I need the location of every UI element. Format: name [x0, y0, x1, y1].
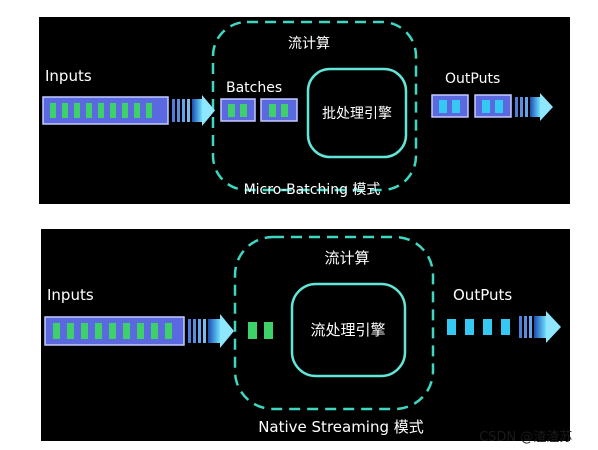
input-item	[151, 323, 158, 339]
input-flow-arrow-icon	[188, 314, 234, 348]
batch-engine-label: 批处理引擎	[322, 106, 392, 122]
input-queue	[42, 96, 169, 125]
input-item	[74, 103, 80, 118]
batch-item	[228, 104, 235, 117]
input-item	[123, 323, 130, 339]
input-item	[122, 103, 128, 118]
input-item	[165, 323, 172, 339]
stream-engine-label: 流处理引擎	[310, 321, 385, 339]
stream-compute-title: 流计算	[324, 249, 369, 267]
stream-compute-boundary	[233, 235, 435, 411]
batch-item	[269, 104, 276, 117]
input-item	[95, 323, 102, 339]
watermark: CSDN @渣渣苏	[479, 430, 573, 445]
stream-record	[264, 322, 273, 339]
mode-label: Micro-Batching 模式	[244, 182, 381, 198]
input-flow-arrow-icon	[172, 95, 215, 126]
output-flow-arrow-icon	[515, 93, 553, 121]
input-item	[134, 103, 140, 118]
batch-engine-box	[306, 67, 408, 159]
batch-2	[260, 98, 298, 122]
stream-compute-boundary	[211, 20, 418, 192]
input-item	[62, 103, 68, 118]
stream-engine-box	[290, 282, 407, 378]
output-item	[439, 100, 447, 113]
input-item	[137, 323, 144, 339]
output-record	[501, 319, 510, 335]
input-item	[110, 103, 116, 118]
output-record	[447, 319, 456, 335]
inputs-label: Inputs	[47, 286, 94, 304]
input-item	[50, 103, 56, 118]
stream-compute-title: 流计算	[288, 36, 330, 52]
output-flow-arrow-icon	[519, 311, 561, 343]
outputs-label: OutPuts	[453, 286, 512, 304]
input-item	[98, 103, 104, 118]
native-streaming-diagram: 流计算 Inputs 流处理引擎 OutPuts	[44, 235, 561, 436]
input-item	[53, 323, 60, 339]
input-item	[67, 323, 74, 339]
output-record	[465, 319, 474, 335]
input-queue	[44, 316, 185, 346]
input-item	[86, 103, 92, 118]
batch-item	[240, 104, 247, 117]
mode-label: Native Streaming 模式	[258, 418, 424, 436]
micro-batching-diagram: 流计算 Inputs Batches	[42, 20, 553, 198]
batches-label: Batches	[226, 80, 282, 96]
outputs-label: OutPuts	[445, 71, 500, 87]
micro-batching-panel: 流计算 Inputs Batches	[39, 17, 570, 204]
batch-item	[281, 104, 288, 117]
output-item	[452, 100, 460, 113]
output-item	[482, 100, 490, 113]
output-item	[495, 100, 503, 113]
input-item	[81, 323, 88, 339]
stream-record	[248, 322, 257, 339]
input-item	[109, 323, 116, 339]
inputs-label: Inputs	[45, 67, 92, 85]
output-batch-1	[431, 94, 469, 118]
native-streaming-panel: 流计算 Inputs 流处理引擎 OutPuts	[41, 229, 570, 441]
output-batch-2	[474, 94, 512, 118]
input-item	[146, 103, 152, 118]
output-record	[483, 319, 492, 335]
batch-1	[220, 98, 256, 122]
